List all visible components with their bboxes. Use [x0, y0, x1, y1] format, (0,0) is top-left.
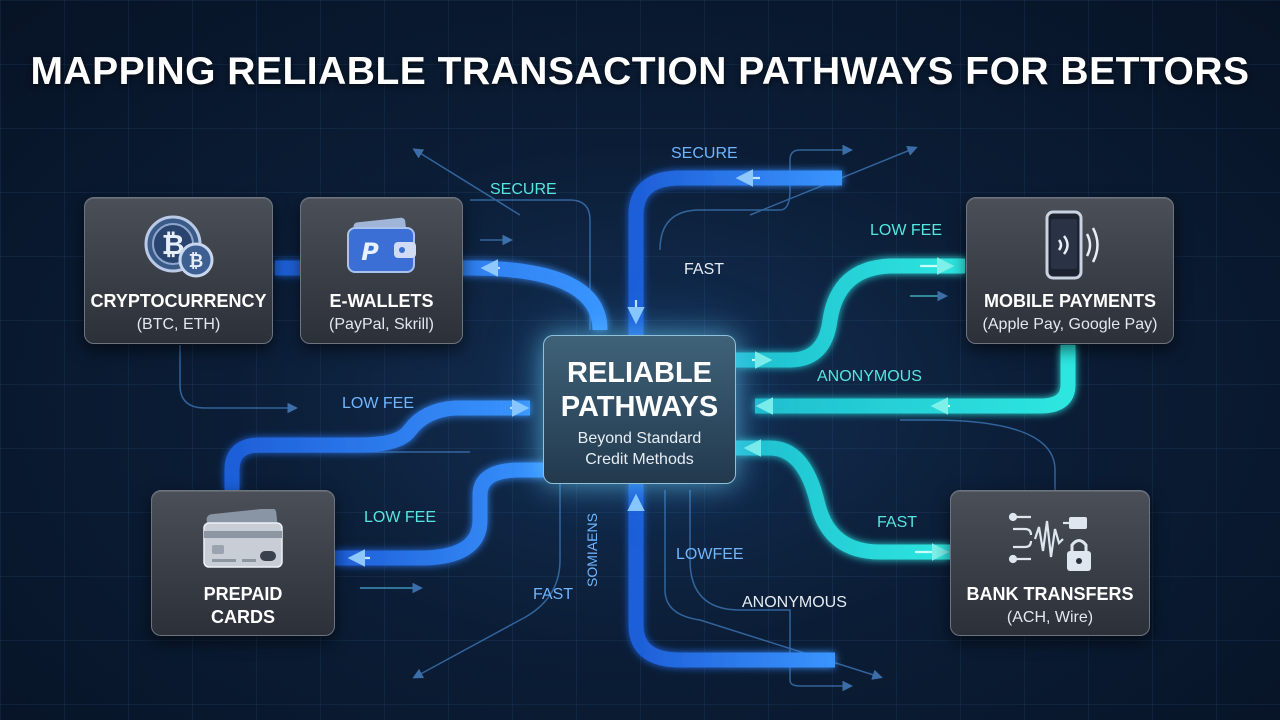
- card-e-wallets-detail: (PayPal, Skrill): [329, 316, 434, 333]
- label-low-fee-right: LOW FEE: [870, 222, 943, 239]
- label-fast-bottom-left: FAST: [533, 586, 574, 603]
- card-mobile-payments-detail: (Apple Pay, Google Pay): [982, 316, 1158, 333]
- label-secure-top: SECURE: [671, 145, 738, 162]
- card-prepaid-cards[interactable]: PREPAID CARDS: [151, 490, 335, 636]
- thin-guide-lines: [179, 144, 1056, 692]
- flow-arrowheads: [347, 169, 955, 567]
- label-low-fee-bottom-left: LOW FEE: [364, 509, 437, 526]
- blue-flows: [224, 170, 842, 668]
- label-anonymous-bottom: ANONYMOUS: [742, 594, 847, 611]
- card-mobile-payments-name: MOBILE PAYMENTS: [983, 291, 1157, 311]
- cyan-flows: [736, 258, 1076, 560]
- label-anonymous-right: ANONYMOUS: [817, 368, 922, 385]
- svg-text:₿: ₿: [188, 251, 203, 272]
- label-low-fee-left: LOW FEE: [342, 395, 415, 412]
- card-prepaid-cards-name-line1: PREPAID: [203, 584, 283, 604]
- card-bank-transfers-name: BANK TRANSFERS: [966, 584, 1134, 604]
- center-hub-title-line2: PATHWAYS: [560, 391, 719, 423]
- wallet-paypal-icon: P: [344, 214, 420, 283]
- prepaid-cards-icon: [198, 507, 288, 576]
- bitcoin-coins-icon: ₿ ₿: [139, 212, 219, 285]
- center-hub-subtitle-line1: Beyond Standard: [577, 430, 702, 447]
- card-cryptocurrency-name: CRYPTOCURRENCY: [90, 291, 267, 311]
- card-e-wallets[interactable]: P E-WALLETS (PayPal, Skrill): [300, 197, 463, 344]
- card-mobile-payments[interactable]: MOBILE PAYMENTS (Apple Pay, Google Pay): [966, 197, 1174, 344]
- smartphone-contactless-icon: [1035, 210, 1105, 287]
- svg-text:P: P: [361, 238, 379, 266]
- svg-text:₿: ₿: [161, 228, 184, 261]
- card-prepaid-cards-name-line2: CARDS: [210, 607, 275, 627]
- card-cryptocurrency[interactable]: ₿ ₿ CRYPTOCURRENCY (BTC, ETH): [84, 197, 273, 344]
- card-e-wallets-name: E-WALLETS: [329, 291, 434, 311]
- label-lowfee-bottom: LOWFEE: [676, 546, 744, 563]
- label-somiaens: SOMIAENS: [583, 513, 600, 587]
- center-hub-subtitle-line2: Credit Methods: [585, 451, 694, 468]
- card-cryptocurrency-detail: (BTC, ETH): [136, 316, 221, 333]
- label-fast-top: FAST: [684, 261, 725, 278]
- label-fast-bottom-right: FAST: [877, 514, 918, 531]
- label-secure-left: SECURE: [490, 181, 557, 198]
- center-hub-title-line1: RELIABLE: [567, 357, 712, 389]
- card-bank-transfers[interactable]: BANK TRANSFERS (ACH, Wire): [950, 490, 1150, 636]
- card-bank-transfers-detail: (ACH, Wire): [1006, 609, 1094, 626]
- bank-network-lock-icon: [1007, 503, 1093, 580]
- center-hub[interactable]: RELIABLE PATHWAYS Beyond Standard Credit…: [543, 335, 736, 484]
- page-title: MAPPING RELIABLE TRANSACTION PATHWAYS FO…: [30, 50, 1250, 93]
